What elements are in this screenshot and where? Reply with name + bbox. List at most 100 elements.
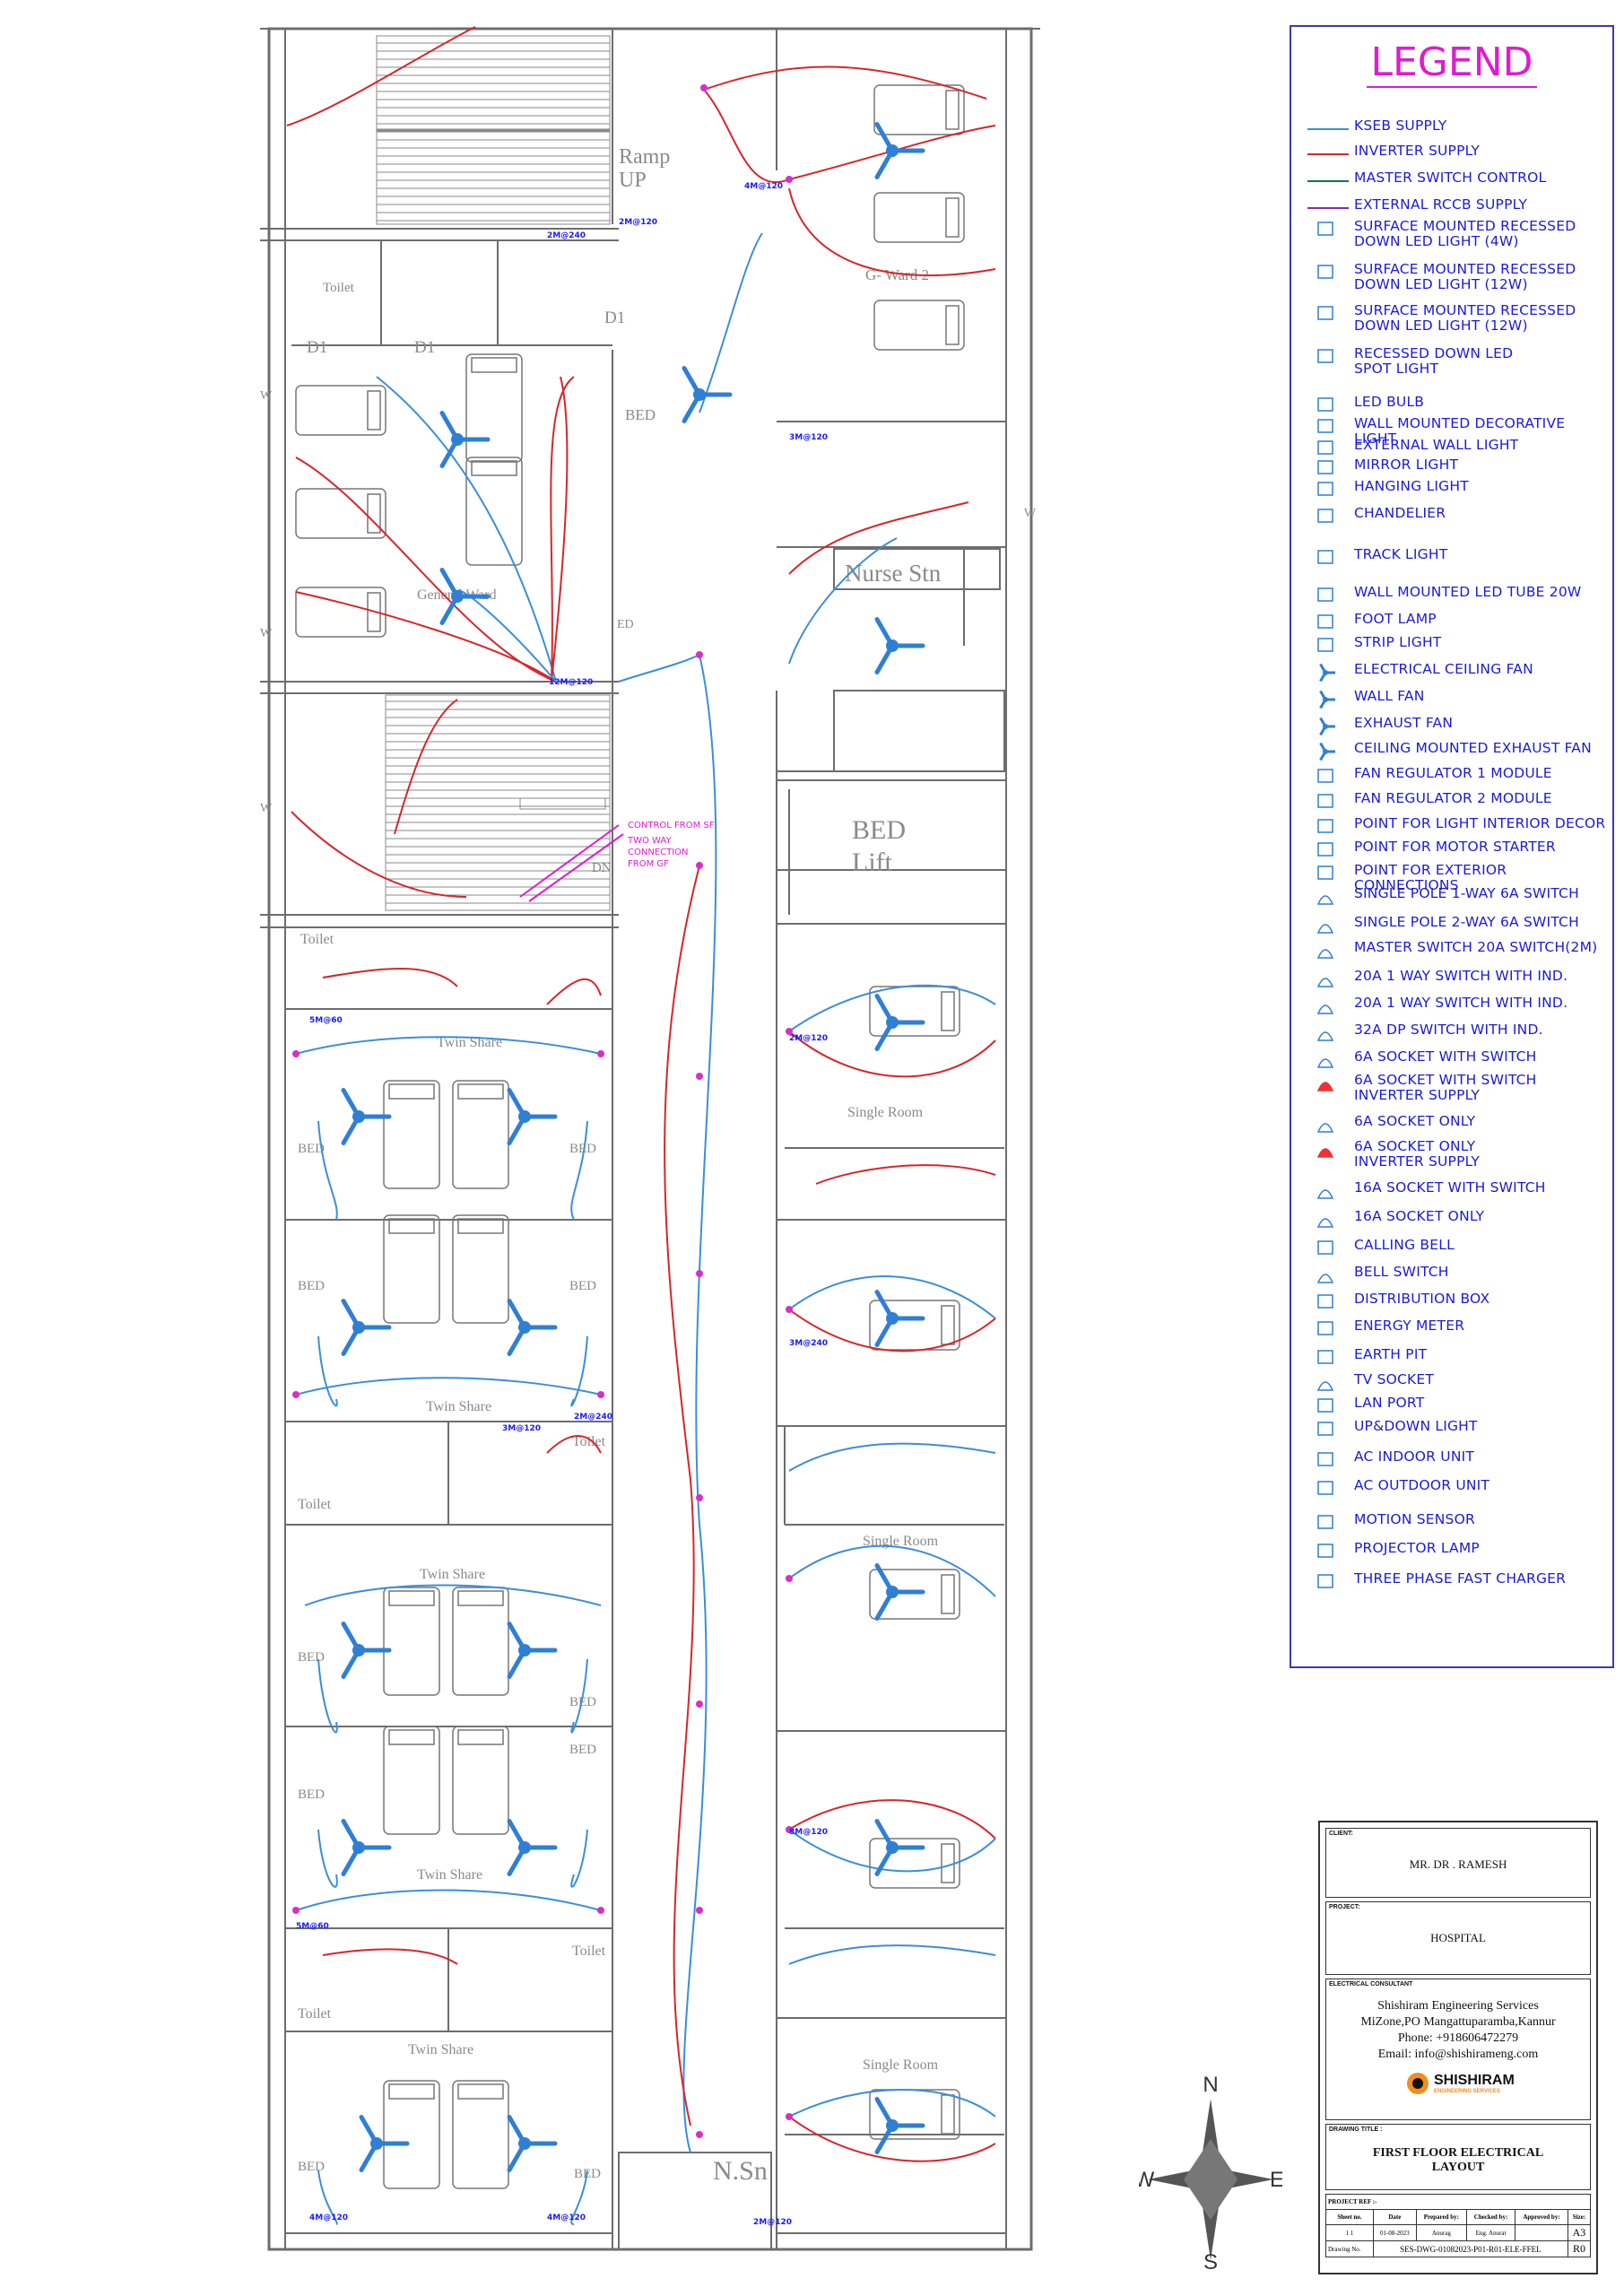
room-label-bed9: BED	[298, 1787, 325, 1802]
inverter-wire	[664, 865, 700, 2126]
legend-label: EXHAUST FAN	[1354, 715, 1454, 731]
kseb-wire	[295, 1377, 602, 1396]
earth-pit-icon	[1317, 1350, 1333, 1364]
kseb-wire	[570, 1829, 588, 1888]
legend-item: MIRROR LIGHT	[1302, 457, 1611, 479]
legend-item: LED BULB	[1302, 395, 1611, 416]
bed	[452, 1587, 509, 1696]
ceiling-fan-icon	[341, 1299, 392, 1356]
bed	[465, 353, 523, 463]
kseb-wire	[788, 537, 898, 665]
switch-node	[786, 1306, 793, 1313]
room-label-d1b: D1	[414, 338, 435, 357]
client-box: CLIENT: MR. DR . RAMESH	[1325, 1828, 1591, 1898]
room-label-bed4: BED	[298, 1279, 325, 1293]
legend-label: LAN PORT	[1354, 1395, 1425, 1411]
downlight-4w-icon	[1317, 222, 1333, 236]
staircase-top	[376, 35, 611, 225]
inverter-wire	[788, 1799, 996, 1839]
bed	[383, 2080, 440, 2189]
circuit-tag: 8M@120	[789, 1828, 828, 1837]
bed	[295, 587, 386, 638]
legend-item: PROJECTOR LAMP	[1302, 1541, 1611, 1562]
kseb-wire	[295, 1889, 602, 1911]
title-header: Checked by:	[1465, 2209, 1516, 2225]
room-label-d1c: D1	[604, 309, 625, 327]
legend-item: AC INDOOR UNIT	[1302, 1449, 1611, 1471]
kseb-wire	[788, 984, 996, 1032]
foot-lamp-icon	[1317, 614, 1333, 629]
switch-node	[696, 862, 703, 869]
legend-item: EXTERNAL RCCB SUPPLY	[1302, 197, 1611, 219]
legend-label: ELECTRICAL CEILING FAN	[1354, 661, 1533, 677]
mirror-light-icon	[1317, 460, 1333, 474]
consultant-email: Email: info@shishirameng.com	[1377, 2048, 1539, 2061]
legend-label: MASTER SWITCH CONTROL	[1354, 170, 1547, 186]
kseb-wire	[570, 1335, 588, 1407]
legend-label: SURFACE MOUNTED RECESSED DOWN LED LIGHT …	[1354, 302, 1576, 334]
ceiling-fan-icon	[874, 2097, 925, 2154]
socket-6a-inv-icon	[1316, 1148, 1334, 1158]
legend-label: 32A DP SWITCH WITH IND.	[1354, 1022, 1543, 1038]
legend-label: INVERTER SUPPLY	[1354, 143, 1481, 159]
legend-item: 16A SOCKET WITH SWITCH	[1302, 1180, 1611, 1202]
ceiling-fan-icon	[341, 1622, 392, 1679]
legend-label: SINGLE POLE 1-WAY 6A SWITCH	[1354, 885, 1579, 901]
kseb-wire	[317, 2170, 338, 2225]
room-label-w3: W	[260, 802, 273, 815]
legend-label: AC INDOOR UNIT	[1354, 1448, 1475, 1465]
ac-outdoor-icon	[1317, 1481, 1333, 1495]
legend-item: FOOT LAMP	[1302, 612, 1611, 633]
circuit-tag: 12M@120	[549, 678, 593, 687]
switch-node	[696, 1270, 703, 1277]
socket-6a-switch-inv-icon	[1316, 1082, 1334, 1091]
compass-s: S	[1203, 2250, 1218, 2269]
legend-label: CALLING BELL	[1354, 1237, 1455, 1253]
room-label-toilet5: Toilet	[572, 1944, 606, 1959]
bed	[383, 1080, 440, 1189]
note-line-2: TWO WAY	[627, 836, 672, 846]
ceiling-fan-icon	[874, 1819, 925, 1876]
room-label-d1a: D1	[307, 338, 327, 357]
energy-meter-icon	[1317, 1321, 1333, 1335]
legend-label: FAN REGULATOR 1 MODULE	[1354, 765, 1552, 781]
bed	[383, 1587, 440, 1696]
building-walls	[260, 27, 1040, 2251]
title-block: CLIENT: MR. DR . RAMESH PROJECT: HOSPITA…	[1318, 1821, 1598, 2274]
ceiling-fan-icon	[439, 568, 491, 625]
ceiling-fan-icon	[359, 2115, 410, 2172]
switch-node	[786, 1028, 793, 1035]
kseb-wire	[788, 1544, 996, 1597]
circuit-tag: 4M@120	[309, 2213, 348, 2222]
downlight-12w-icon	[1317, 265, 1333, 279]
bed	[873, 84, 965, 135]
room-label-ramp-l1: Ramp	[619, 145, 670, 169]
ac-indoor-icon	[1317, 1452, 1333, 1466]
legend-label: LED BULB	[1354, 394, 1425, 410]
legend-item: EARTH PIT	[1302, 1347, 1611, 1369]
legend-label: 6A SOCKET ONLY	[1354, 1113, 1476, 1129]
legend-label: DISTRIBUTION BOX	[1354, 1291, 1490, 1307]
project-ref-label: PROJECT REF :-	[1325, 2194, 1591, 2210]
drawing-no-label: Drawing No.	[1325, 2240, 1374, 2257]
project-label: PROJECT:	[1329, 1904, 1360, 1910]
switch-node	[786, 1575, 793, 1582]
legend-item: CALLING BELL	[1302, 1238, 1611, 1259]
inverter-wire	[788, 501, 969, 575]
legend-label: 6A SOCKET ONLY INVERTER SUPPLY	[1354, 1138, 1481, 1170]
legend-label: TRACK LIGHT	[1354, 546, 1448, 562]
legend-label: ENERGY METER	[1354, 1318, 1465, 1334]
legend-label: 20A 1 WAY SWITCH WITH IND.	[1354, 968, 1568, 984]
circuit-tag: 2M@120	[619, 218, 657, 227]
legend-item: TV SOCKET	[1302, 1372, 1611, 1394]
legend-item: AC OUTDOOR UNIT	[1302, 1478, 1611, 1500]
socket-6a-switch-icon	[1316, 1058, 1334, 1068]
switch-node	[786, 1826, 793, 1833]
room-label-w4: W	[1024, 507, 1037, 520]
socket-16a-icon	[1316, 1218, 1334, 1228]
room-label-toilet6: Toilet	[298, 2006, 332, 2022]
legend-label: HANGING LIGHT	[1354, 478, 1469, 494]
